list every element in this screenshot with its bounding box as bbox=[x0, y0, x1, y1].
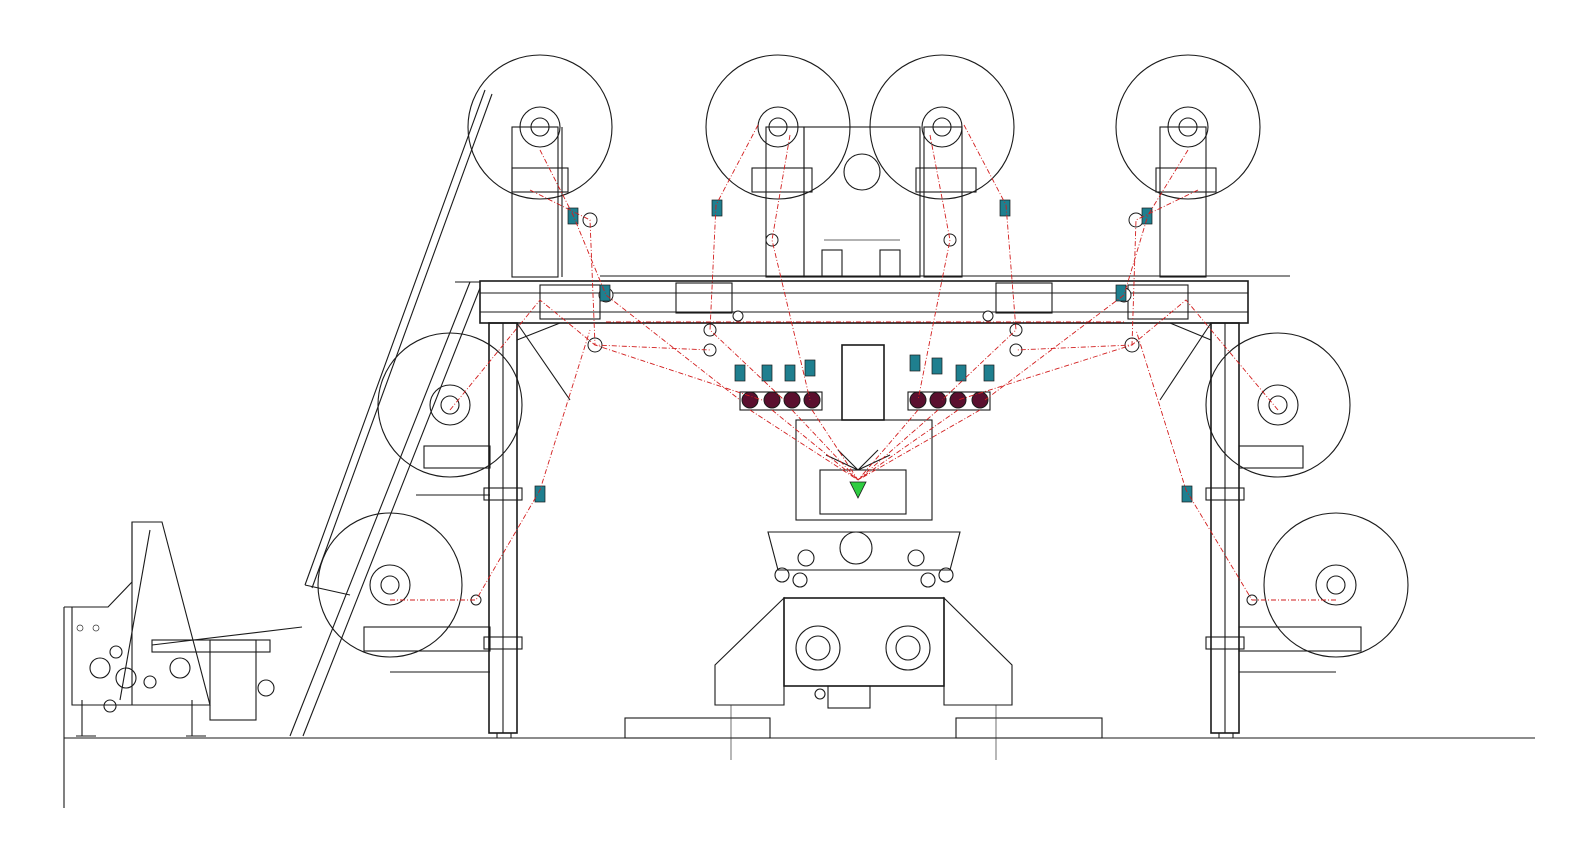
supply-reel-icon bbox=[869, 54, 1015, 278]
yarn-tensioner-icon bbox=[909, 354, 995, 382]
supply-reel-icon bbox=[467, 54, 613, 278]
supply-reel-icon bbox=[1205, 332, 1351, 478]
yarn-tensioner-icon bbox=[534, 199, 1193, 503]
supply-reel-icon bbox=[317, 512, 491, 673]
left-bobbin-cluster bbox=[734, 359, 823, 411]
yarn-tensioner-icon bbox=[734, 359, 816, 382]
right-reel-group bbox=[1205, 332, 1409, 673]
take-up-unit-icon bbox=[71, 521, 303, 737]
left-reel-group bbox=[317, 332, 523, 673]
supply-reel-icon bbox=[705, 54, 851, 278]
guide-pulleys bbox=[470, 199, 1258, 606]
braid-point-icon bbox=[849, 481, 867, 499]
upper-reel-group bbox=[467, 54, 1261, 278]
yarn-paths bbox=[390, 124, 1336, 601]
supply-reel-icon bbox=[1238, 512, 1409, 673]
supply-reel-icon bbox=[1115, 54, 1261, 278]
braiding-head-icon bbox=[624, 344, 1103, 760]
supply-reel-icon bbox=[377, 332, 523, 496]
ground-line bbox=[63, 606, 1535, 808]
access-ladder bbox=[289, 89, 493, 737]
